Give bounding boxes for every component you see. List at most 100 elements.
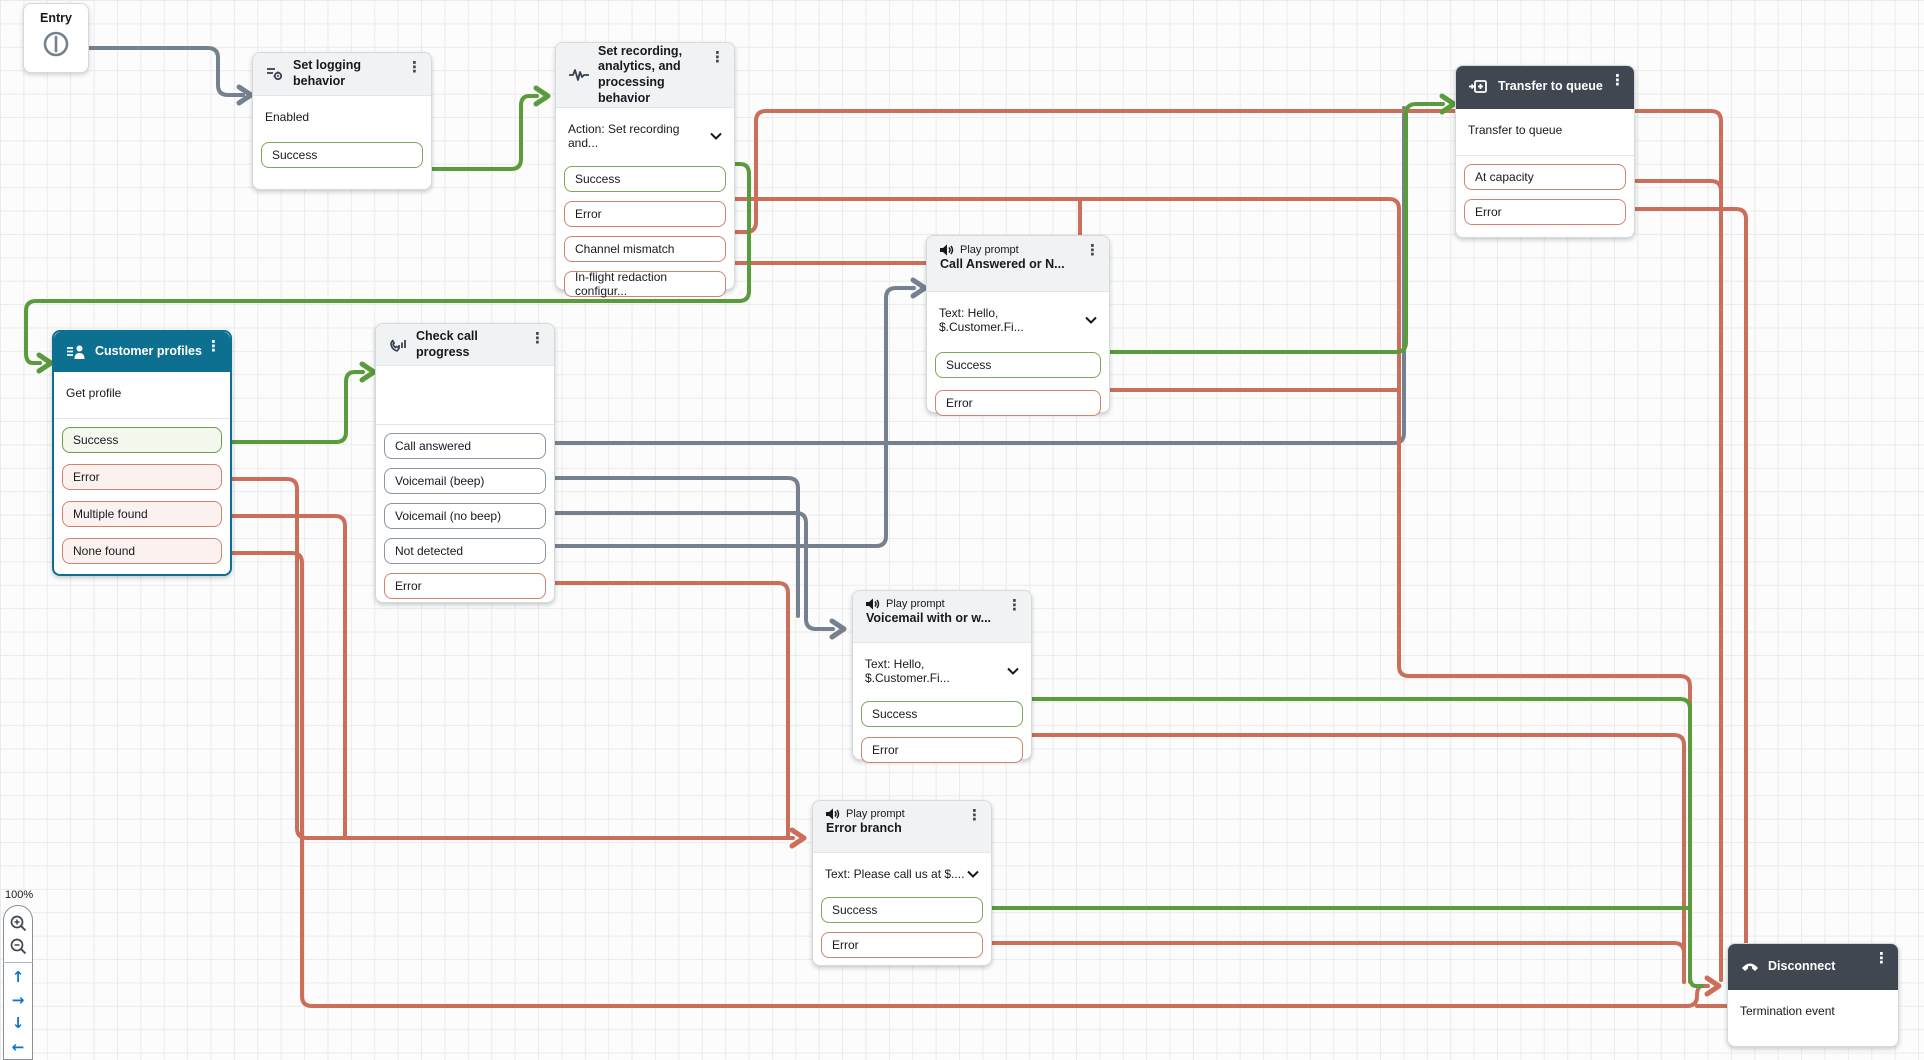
node-play-prompt-error-branch[interactable]: Play prompt Error branch ⋮ Text: Please … <box>812 800 992 966</box>
node-title: Disconnect <box>1768 958 1836 973</box>
pan-right-button[interactable]: → <box>6 989 30 1012</box>
node-body-text: Enabled <box>265 110 310 124</box>
connector-arrowhead <box>1704 975 1722 997</box>
kebab-menu-icon[interactable]: ⋮ <box>1007 596 1022 614</box>
output-none-found[interactable]: None found <box>62 538 222 564</box>
kebab-menu-icon[interactable]: ⋮ <box>1874 949 1889 967</box>
node-body-text: Transfer to queue <box>1468 123 1563 137</box>
output-error[interactable]: Error <box>821 932 983 958</box>
divider <box>376 424 554 425</box>
connector-arrowhead <box>829 618 847 640</box>
prompt-text-dropdown[interactable]: Text: Hello, $.Customer.Fi... <box>853 643 1031 695</box>
speaker-icon <box>940 244 954 256</box>
pan-down-button[interactable]: ↓ <box>6 1012 30 1035</box>
output-success[interactable]: Success <box>564 166 726 192</box>
node-title: Check call progress <box>416 328 478 359</box>
connector-arrowhead <box>533 85 551 107</box>
flow-connector-green <box>1102 102 1445 354</box>
flow-connector-slate <box>550 286 916 548</box>
node-play-prompt-voicemail[interactable]: Play prompt Voicemail with or w... ⋮ Tex… <box>852 590 1032 763</box>
output-error[interactable]: Error <box>935 390 1101 416</box>
node-title: Set logging behavior <box>293 58 362 88</box>
node-customer-profiles[interactable]: Customer profiles ⋮ Get profile Success … <box>52 330 232 576</box>
kebab-menu-icon[interactable]: ⋮ <box>1610 71 1625 89</box>
output-at-capacity[interactable]: At capacity <box>1464 164 1626 190</box>
output-success[interactable]: Success <box>62 427 222 453</box>
disconnect-phone-icon <box>1741 961 1759 973</box>
arrow-down-icon: ↓ <box>11 1014 25 1033</box>
speaker-icon <box>826 808 840 820</box>
zoom-out-button[interactable] <box>6 935 30 958</box>
speaker-icon <box>866 598 880 610</box>
output-error[interactable]: Error <box>1464 199 1626 225</box>
node-entry[interactable]: Entry <box>23 3 89 73</box>
node-title: Call Answered or N... <box>940 257 1065 271</box>
connector-arrowhead <box>789 827 807 849</box>
flow-connector-red <box>228 514 347 840</box>
kebab-menu-icon[interactable]: ⋮ <box>1085 241 1100 259</box>
output-error[interactable]: Error <box>384 573 546 599</box>
divider <box>3 961 33 963</box>
node-transfer-to-queue[interactable]: Transfer to queue ⋮ Transfer to queue At… <box>1455 65 1635 238</box>
arrow-right-icon: → <box>11 991 25 1010</box>
customer-profiles-icon <box>67 344 86 359</box>
node-type-label: Play prompt <box>866 598 991 610</box>
settings-icon <box>266 65 284 83</box>
prompt-text-dropdown[interactable]: Text: Hello, $.Customer.Fi... <box>927 292 1109 344</box>
entry-title: Entry <box>40 11 72 25</box>
output-channel-mismatch[interactable]: Channel mismatch <box>564 236 726 262</box>
flow-connector-red <box>1627 207 1748 1008</box>
output-success[interactable]: Success <box>821 897 983 923</box>
output-error[interactable]: Error <box>564 201 726 227</box>
flow-connector-green <box>1024 697 1704 988</box>
output-call-answered[interactable]: Call answered <box>384 433 546 459</box>
flow-connector-slate <box>550 476 800 618</box>
transfer-queue-icon <box>1469 79 1489 95</box>
flow-connector-slate <box>550 511 835 631</box>
flow-connector-green <box>228 370 365 444</box>
output-multiple-found[interactable]: Multiple found <box>62 501 222 527</box>
node-set-recording[interactable]: Set recording, analytics, and processing… <box>555 42 735 298</box>
output-voicemail-no-beep[interactable]: Voicemail (no beep) <box>384 503 546 529</box>
kebab-menu-icon[interactable]: ⋮ <box>530 329 545 347</box>
kebab-menu-icon[interactable]: ⋮ <box>407 58 422 76</box>
node-type-label: Play prompt <box>940 244 1065 256</box>
node-play-prompt-call-answered[interactable]: Play prompt Call Answered or N... ⋮ Text… <box>926 235 1110 416</box>
connector-arrowhead <box>910 277 928 299</box>
prompt-text-dropdown[interactable]: Text: Please call us at $.... <box>813 853 991 891</box>
node-type-label: Play prompt <box>826 808 905 820</box>
node-set-logging-behavior[interactable]: Set logging behavior ⋮ Enabled Success <box>252 52 432 190</box>
node-disconnect[interactable]: Disconnect ⋮ Termination event <box>1727 943 1899 1047</box>
output-not-detected[interactable]: Not detected <box>384 538 546 564</box>
output-error[interactable]: Error <box>861 737 1023 763</box>
output-success[interactable]: Success <box>861 701 1023 727</box>
arrow-left-icon: ← <box>11 1037 25 1056</box>
connector-arrowhead <box>359 361 377 383</box>
connector-arrowhead <box>236 84 254 106</box>
flow-connector-red <box>1627 179 1723 982</box>
action-dropdown[interactable]: Action: Set recording and... <box>556 108 734 160</box>
flow-connector-red <box>984 941 1686 984</box>
output-voicemail-beep[interactable]: Voicemail (beep) <box>384 468 546 494</box>
output-success[interactable]: Success <box>261 142 423 168</box>
chevron-down-icon <box>1085 316 1097 324</box>
chevron-down-icon <box>710 132 722 140</box>
flow-connector-red <box>550 581 790 840</box>
pan-left-button[interactable]: ← <box>6 1036 30 1059</box>
waveform-icon <box>569 68 589 82</box>
node-title: Set recording, analytics, and processing… <box>598 43 683 105</box>
node-check-call-progress[interactable]: Check call progress ⋮ Call answered Voic… <box>375 323 555 603</box>
divider <box>1456 155 1634 156</box>
zoom-level-label: 100% <box>5 889 34 901</box>
kebab-menu-icon[interactable]: ⋮ <box>206 337 221 355</box>
output-error[interactable]: Error <box>62 464 222 490</box>
pan-up-button[interactable]: ↑ <box>6 966 30 989</box>
zoom-in-button[interactable] <box>6 912 30 935</box>
node-body-text: Termination event <box>1740 1004 1835 1018</box>
kebab-menu-icon[interactable]: ⋮ <box>967 806 982 824</box>
kebab-menu-icon[interactable]: ⋮ <box>710 48 725 66</box>
node-body-text: Get profile <box>66 386 122 400</box>
output-success[interactable]: Success <box>935 352 1101 378</box>
output-inflight-redaction[interactable]: In-flight redaction configur... <box>564 270 726 298</box>
connector-arrowhead <box>36 352 54 374</box>
